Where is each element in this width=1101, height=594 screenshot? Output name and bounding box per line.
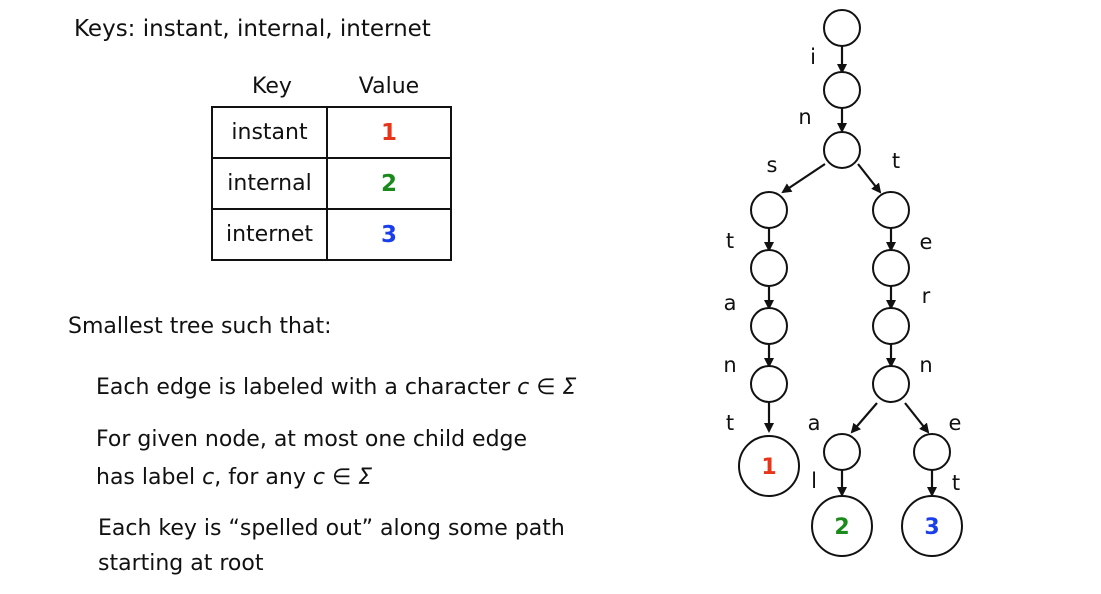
table-cell-key: instant <box>211 106 328 159</box>
trie-edge <box>904 402 930 434</box>
rule-var: c <box>202 465 215 490</box>
trie-node-root <box>823 9 861 47</box>
trie-node <box>750 191 788 229</box>
table-cell-key: internal <box>211 157 328 210</box>
edge-label: e <box>949 411 962 435</box>
edge-label: l <box>811 469 817 493</box>
rule-edge-label: Each edge is labeled with a character c … <box>96 375 576 401</box>
trie-leaf-internal <box>811 495 873 557</box>
rule-text: , for any <box>214 465 313 490</box>
rule-unique-child-line2: has label c, for any c ∈ Σ <box>96 465 372 491</box>
leaf-value: 3 <box>924 515 939 540</box>
trie-leaf-instant <box>738 435 800 497</box>
trie-node <box>872 191 910 229</box>
table-row: internet 3 <box>211 208 452 261</box>
table-cell-value: 1 <box>326 106 452 159</box>
table-row: internal 2 <box>211 157 452 210</box>
table-header-value: Value <box>358 74 420 99</box>
trie-node <box>750 365 788 403</box>
trie-node <box>750 307 788 345</box>
edge-label: a <box>724 291 737 315</box>
edge-label: t <box>726 411 734 435</box>
trie-node <box>872 307 910 345</box>
trie-node <box>872 365 910 403</box>
leaf-value: 2 <box>834 515 849 540</box>
edge-label: t <box>892 149 900 173</box>
table-header-key: Key <box>252 74 292 99</box>
edge-label: a <box>808 411 821 435</box>
table-cell-key: internet <box>211 208 328 261</box>
edge-label: n <box>919 353 932 377</box>
rule-text: has label <box>96 465 203 490</box>
edge-label: n <box>798 105 811 129</box>
rules-heading: Smallest tree such that: <box>68 314 332 339</box>
rule-text: Each edge is labeled with a character <box>96 375 518 400</box>
edge-label: r <box>922 284 931 308</box>
trie-leaf-internet <box>901 495 963 557</box>
rule-math: c ∈ Σ <box>517 375 577 400</box>
edge-label: s <box>767 153 778 177</box>
trie-node <box>823 131 861 169</box>
trie-edge <box>857 163 882 194</box>
edge-label: i <box>810 45 816 69</box>
edge-label: n <box>723 353 736 377</box>
trie-edge <box>850 402 878 434</box>
trie-node <box>823 433 861 471</box>
rule-spelled-out-line2: starting at root <box>98 551 264 576</box>
trie-node <box>913 433 951 471</box>
edge-label: e <box>920 230 933 254</box>
leaf-value: 1 <box>761 455 776 480</box>
rule-math: c ∈ Σ <box>312 465 373 490</box>
rule-unique-child-line1: For given node, at most one child edge <box>96 427 528 452</box>
key-value-table: instant 1 internal 2 internet 3 <box>211 106 452 261</box>
edge-label: t <box>952 471 960 495</box>
keys-heading: Keys: instant, internal, internet <box>74 16 431 42</box>
trie-node <box>872 249 910 287</box>
trie-node <box>750 249 788 287</box>
rule-spelled-out-line1: Each key is “spelled out” along some pat… <box>98 516 565 541</box>
table-row: instant 1 <box>211 106 452 159</box>
table-cell-value: 3 <box>326 208 452 261</box>
edge-label: t <box>726 229 734 253</box>
table-cell-value: 2 <box>326 157 452 210</box>
trie-edge <box>781 163 826 194</box>
trie-node <box>823 71 861 109</box>
